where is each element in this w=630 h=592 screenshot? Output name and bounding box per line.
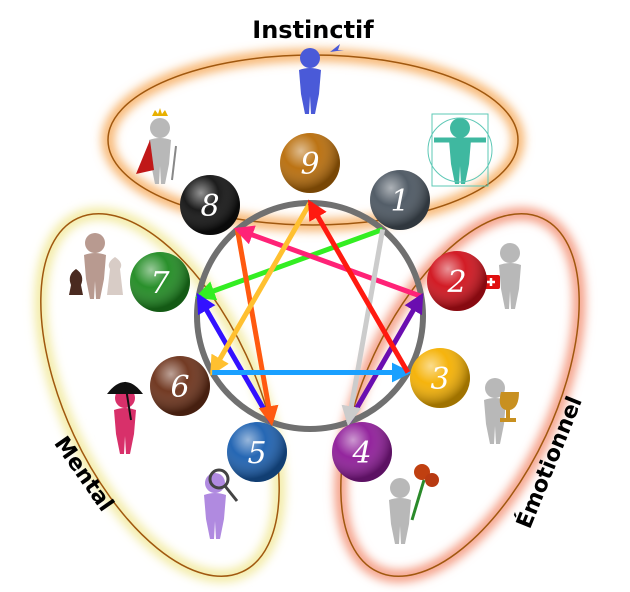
first-aid-figure-icon xyxy=(482,243,521,309)
center-mental-group xyxy=(34,207,286,583)
type-ball-5[interactable]: 5 xyxy=(227,422,287,482)
type-number-label: 2 xyxy=(446,265,466,300)
type-number-label: 6 xyxy=(170,370,189,405)
umbrella-figure-icon xyxy=(107,381,143,454)
arrow-7-5 xyxy=(196,292,274,424)
type-number-label: 4 xyxy=(351,436,371,471)
arrow-5-8 xyxy=(234,229,279,427)
type-ball-9[interactable]: 9 xyxy=(280,133,340,193)
arrow-9-6 xyxy=(209,201,313,376)
type-ball-7[interactable]: 7 xyxy=(130,252,190,312)
arrow-4-1 xyxy=(341,229,386,427)
magnifier-figure-icon xyxy=(204,468,239,539)
type-ball-4[interactable]: 4 xyxy=(332,422,392,482)
type-ball-8[interactable]: 8 xyxy=(180,175,240,235)
type-balls-group: 1 2 3 4 5 6 7 8 9 xyxy=(130,133,487,482)
center-mental-outline xyxy=(40,213,280,577)
type-ball-3[interactable]: 3 xyxy=(410,348,470,408)
type-number-label: 8 xyxy=(200,189,219,224)
chess-figure-icon xyxy=(69,233,123,299)
type-number-label: 9 xyxy=(300,147,319,182)
type-ball-6[interactable]: 6 xyxy=(150,356,210,416)
type-number-label: 1 xyxy=(390,184,409,219)
type-number-label: 5 xyxy=(247,436,266,471)
figures-group xyxy=(69,44,521,544)
trophy-figure-icon xyxy=(484,378,519,444)
flowers-figure-icon xyxy=(389,464,439,544)
arrow-2-4 xyxy=(346,292,424,424)
center-label-instinctif: Instinctif xyxy=(252,16,374,44)
center-emotionnel-outline xyxy=(340,213,580,577)
type-number-label: 7 xyxy=(150,266,170,301)
arrow-8-2 xyxy=(233,225,423,299)
type-number-label: 3 xyxy=(430,362,449,397)
arrow-1-7 xyxy=(194,227,384,301)
center-emotionnel-group xyxy=(334,207,586,583)
peace-dove-figure-icon xyxy=(299,44,344,114)
type-ball-1[interactable]: 1 xyxy=(370,170,430,230)
arrow-3-9 xyxy=(307,199,411,374)
king-figure-icon xyxy=(136,108,177,184)
vitruvian-figure-icon xyxy=(427,113,493,187)
type-ball-2[interactable]: 2 xyxy=(427,251,487,311)
arrows-group xyxy=(194,199,424,427)
